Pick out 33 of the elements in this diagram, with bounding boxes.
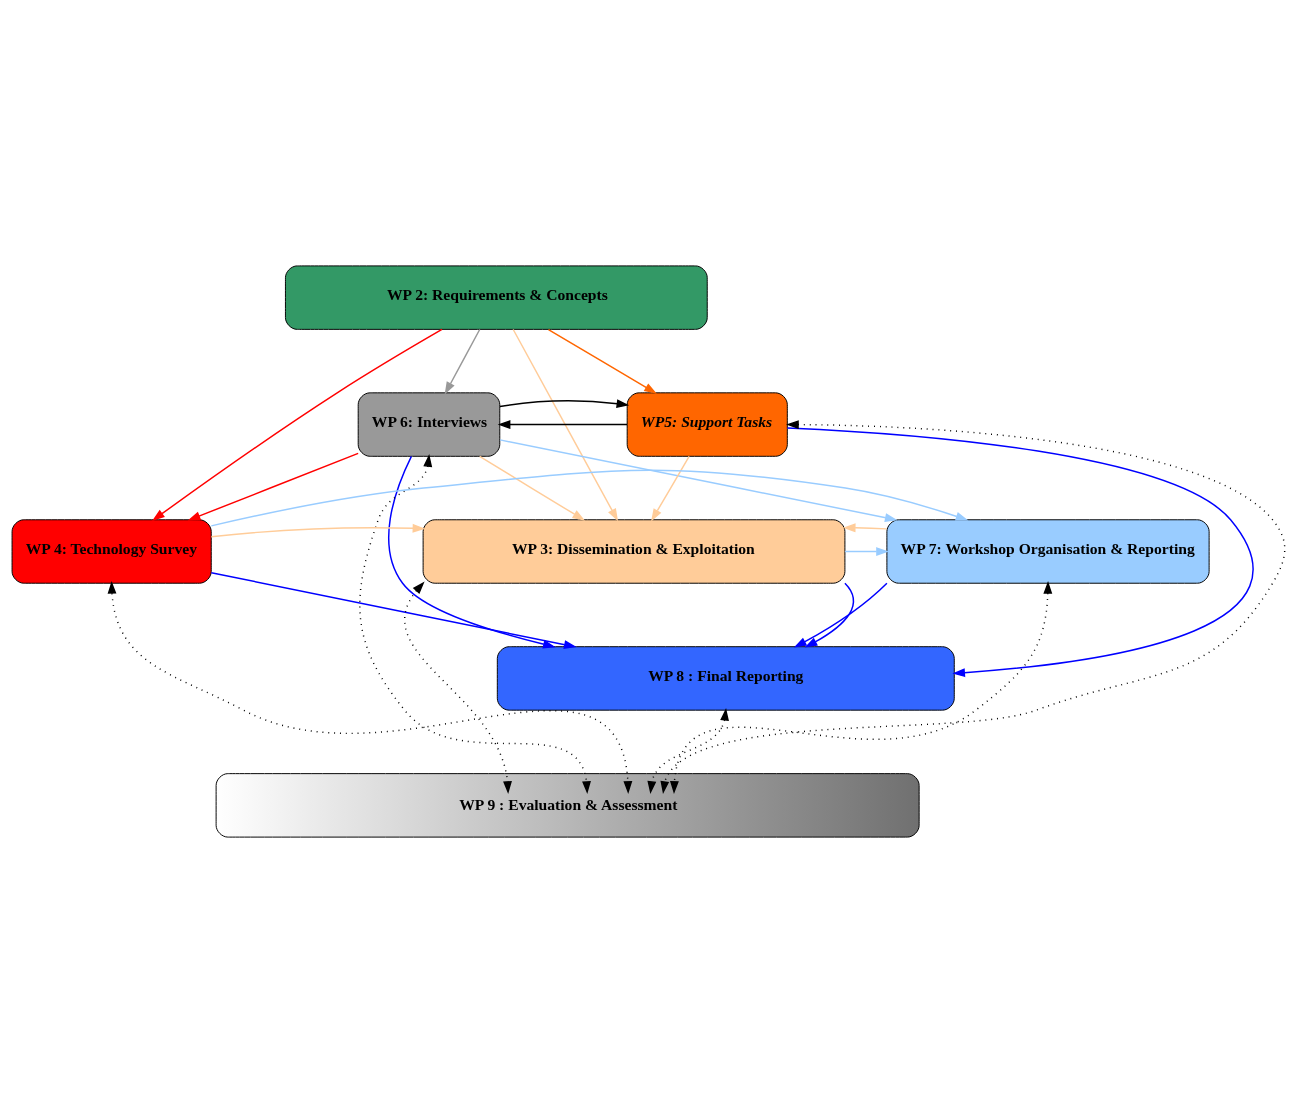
arrow	[478, 455, 586, 521]
node-box: WP 8 : Final Reporting	[496, 645, 955, 711]
node-box: WP 3: Dissemination & Exploitation	[422, 518, 846, 584]
arrow	[107, 580, 633, 794]
arrow	[786, 426, 1254, 677]
arrow	[152, 328, 443, 521]
arrow	[647, 707, 729, 794]
arrow	[651, 455, 690, 521]
node-box: WP5: Support Tasks	[626, 391, 788, 457]
arrow	[187, 452, 359, 521]
arrow	[842, 522, 888, 532]
arrow	[210, 523, 426, 538]
node-box: WP 2: Requirements & Concepts	[284, 264, 708, 330]
arrow	[497, 419, 628, 429]
arrow	[359, 453, 591, 794]
node-box: WP 9 : Evaluation & Assessment	[215, 772, 920, 838]
arrow	[660, 419, 1286, 794]
arrow	[844, 546, 889, 556]
arrow	[444, 328, 481, 395]
arrow	[499, 398, 630, 408]
arrow	[403, 581, 512, 794]
arrow	[670, 580, 1053, 794]
node-box: WP 7: Workshop Organisation & Reporting	[886, 518, 1210, 584]
node-box: WP 6: Interviews	[357, 391, 501, 457]
arrow	[547, 328, 657, 394]
arrow	[512, 328, 619, 521]
arrow	[210, 571, 577, 649]
arrow	[388, 455, 556, 648]
node-box: WP 4: Technology Survey	[11, 518, 212, 584]
arrow	[793, 582, 888, 648]
arrow	[499, 438, 898, 522]
arrow	[210, 469, 969, 527]
arrow	[804, 582, 855, 648]
